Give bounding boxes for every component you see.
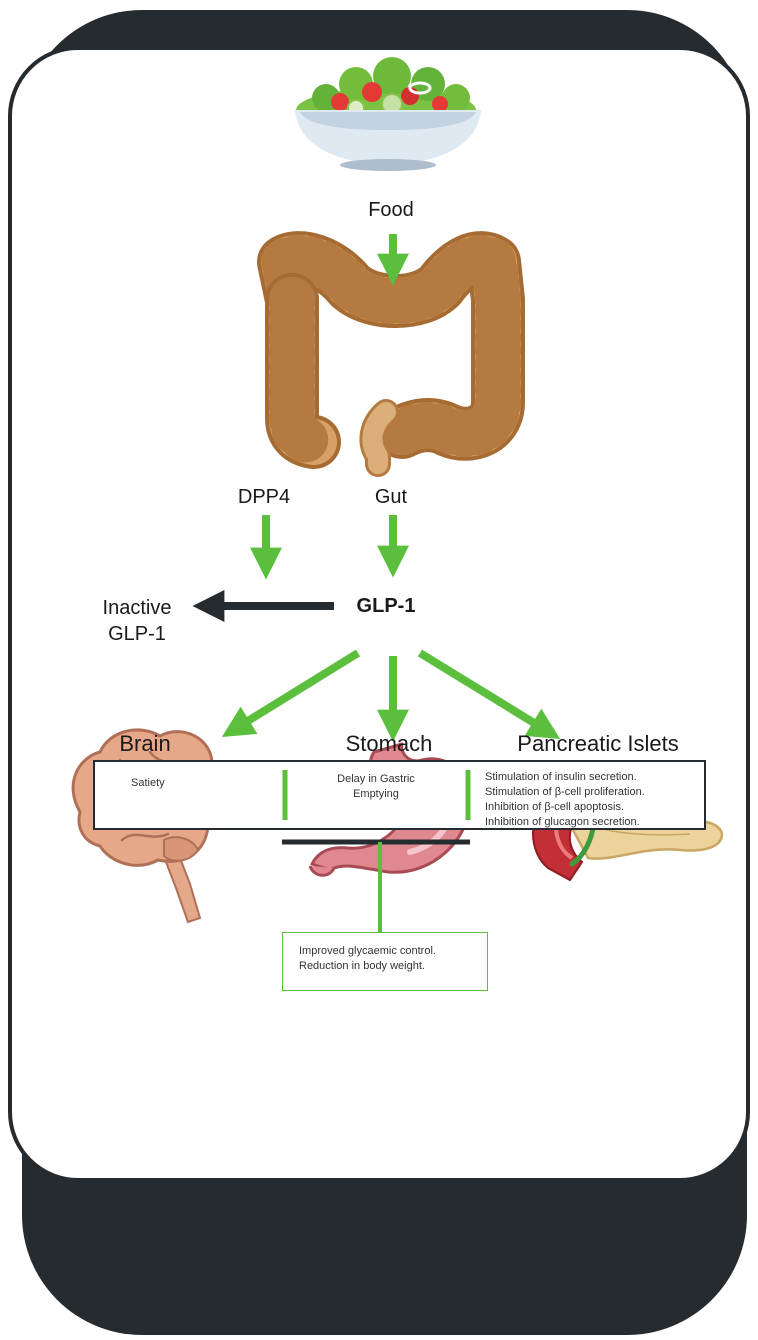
effect-satiety: Satiety <box>131 776 165 791</box>
effect-gastric-emptying: Delay in Gastric Emptying <box>331 772 421 802</box>
brain-label: Brain <box>119 732 170 756</box>
effect-insulin-secretion: Stimulation of insulin secretion. <box>485 770 645 785</box>
outcome-glycaemic-control: Improved glycaemic control. <box>299 944 487 959</box>
outcome-body-weight: Reduction in body weight. <box>299 959 487 974</box>
gut-label: Gut <box>375 485 407 509</box>
effect-pancreas-list: Stimulation of insulin secretion. Stimul… <box>485 770 645 830</box>
outcome-box: Improved glycaemic control. Reduction in… <box>282 932 488 991</box>
inactive-label-line2: GLP-1 <box>108 622 166 646</box>
stomach-label: Stomach <box>346 732 433 756</box>
intestine-icon <box>284 258 498 464</box>
pancreas-label: Pancreatic Islets <box>517 732 678 756</box>
food-label: Food <box>368 198 414 222</box>
effect-beta-cell-proliferation: Stimulation of β-cell proliferation. <box>485 785 645 800</box>
salad-bowl-icon <box>295 57 481 171</box>
effect-glucagon-secretion: Inhibition of glucagon secretion. <box>485 815 645 830</box>
dpp4-label: DPP4 <box>238 485 290 509</box>
arrow-glp1-to-pancreas <box>420 653 552 734</box>
glp1-label: GLP-1 <box>357 594 416 618</box>
arrow-glp1-to-brain <box>230 653 358 732</box>
inactive-label-line1: Inactive <box>103 596 172 620</box>
effect-gastric-line1: Delay in Gastric <box>331 772 421 787</box>
effects-box: Satiety Delay in Gastric Emptying Stimul… <box>93 760 706 830</box>
effect-gastric-line2: Emptying <box>331 787 421 802</box>
effect-beta-cell-apoptosis: Inhibition of β-cell apoptosis. <box>485 800 645 815</box>
